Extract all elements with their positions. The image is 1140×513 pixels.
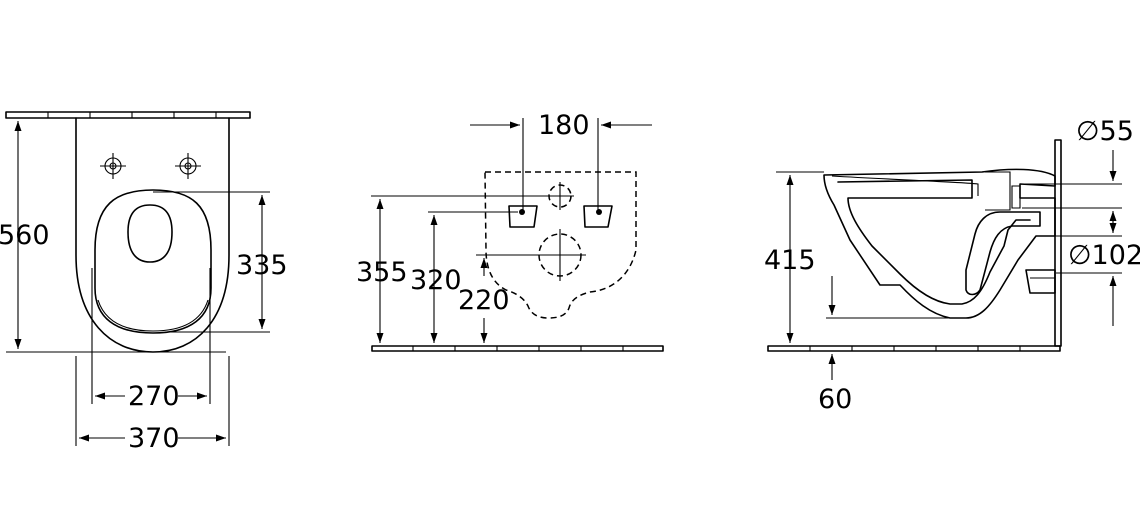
front-seat-opening	[127, 204, 173, 263]
side-outlet-spigot	[1025, 269, 1056, 294]
rear-bolt-spacing-dimension: 180	[538, 110, 590, 141]
front-seat-inner	[97, 299, 209, 332]
side-floor	[767, 345, 1061, 352]
side-inlet-diameter-dimension: ∅55	[1076, 116, 1134, 147]
front-inner-width-dimension: 270	[128, 381, 180, 412]
rear-bolt-hole-right-icon	[583, 205, 613, 228]
rear-floor	[371, 345, 664, 352]
rear-height-320-dimension: 320	[410, 265, 462, 296]
rear-bolt-hole-left-icon	[508, 205, 538, 228]
front-view: 560 335 270 370	[0, 111, 288, 454]
front-outer-width-dimension: 370	[128, 423, 180, 454]
front-seat-height-dimension: 335	[236, 250, 288, 281]
side-bowl-outline	[823, 168, 1056, 319]
side-outlet-diameter-dimension: ∅102	[1068, 240, 1140, 271]
front-seat-outline	[94, 189, 212, 334]
side-rim	[831, 175, 979, 196]
side-trap	[965, 211, 1041, 296]
side-bottom-offset-dimension: 60	[818, 384, 852, 415]
fixing-bolt-right-icon	[175, 153, 201, 179]
rear-view: 180 355 320 220	[356, 110, 664, 352]
side-wall	[1054, 139, 1062, 347]
rear-outline-dashed	[484, 171, 637, 319]
front-wall-plate	[5, 111, 251, 119]
side-bowl-inner	[837, 179, 1031, 305]
rear-height-220-dimension: 220	[458, 285, 510, 316]
side-view: 415 60 ∅55 ∅102	[764, 116, 1140, 415]
side-height-dimension: 415	[764, 245, 816, 276]
front-bowl-outline	[75, 117, 230, 353]
fixing-bolt-left-icon	[100, 153, 126, 179]
front-height-dimension: 560	[0, 220, 50, 251]
rear-height-355-dimension: 355	[356, 257, 408, 288]
